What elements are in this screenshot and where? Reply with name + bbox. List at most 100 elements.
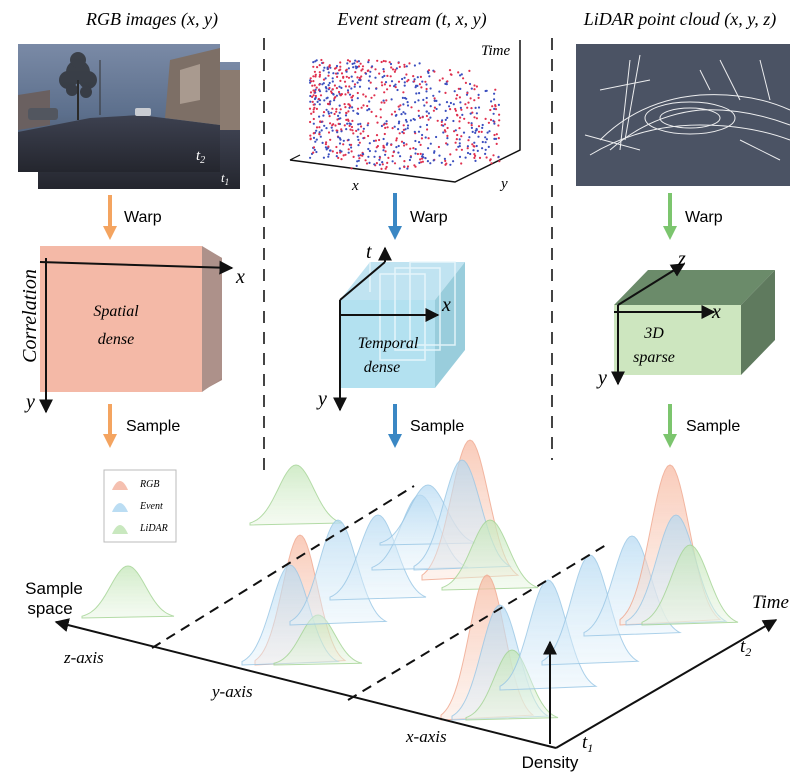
event-point — [446, 137, 449, 140]
event-point — [380, 124, 383, 128]
event-point — [367, 87, 371, 90]
event-point — [360, 106, 363, 109]
event-point — [333, 84, 336, 87]
event-point — [350, 143, 353, 146]
event-point — [407, 78, 410, 82]
event-point — [321, 83, 324, 86]
event-point — [353, 62, 356, 65]
event-point — [429, 87, 432, 90]
event-point — [458, 155, 462, 158]
event-point — [490, 100, 493, 103]
event-point — [351, 99, 354, 102]
lidar-title: LiDAR point cloud (x, y, z) — [583, 9, 776, 30]
event-point — [383, 132, 386, 136]
event-density-peak — [329, 514, 427, 601]
event-point — [477, 93, 480, 96]
event-point — [353, 85, 356, 88]
event-point — [416, 152, 419, 156]
event-point — [347, 148, 350, 151]
event-x-label: x — [351, 178, 359, 194]
event-point — [497, 103, 500, 106]
event-point — [315, 138, 318, 141]
event-point — [356, 76, 359, 79]
event-point — [489, 108, 492, 112]
event-point — [360, 125, 363, 128]
event-point — [425, 110, 428, 113]
event-point — [359, 62, 362, 65]
event-point — [339, 149, 342, 152]
event-point — [474, 129, 477, 132]
event-point — [345, 68, 348, 71]
event-point — [386, 126, 389, 129]
event-point — [356, 107, 360, 110]
event-point — [419, 158, 422, 161]
t2-label: t2 — [740, 636, 751, 659]
event-point — [354, 65, 357, 68]
event-point — [362, 93, 365, 96]
event-point — [408, 62, 411, 65]
event-point — [336, 118, 339, 121]
event-point — [356, 91, 359, 95]
event-point — [395, 137, 398, 140]
event-point — [420, 86, 423, 89]
event-point — [359, 132, 362, 135]
event-point — [403, 96, 407, 100]
event-point — [378, 72, 381, 75]
event-point — [455, 138, 458, 141]
event-box-line2: dense — [364, 359, 400, 376]
event-point — [402, 91, 405, 94]
event-point — [337, 114, 340, 117]
event-time-label: Time — [481, 43, 511, 59]
event-point — [481, 126, 484, 129]
event-point — [345, 70, 348, 73]
event-point — [322, 111, 326, 114]
event-point — [363, 136, 366, 139]
event-point — [386, 88, 389, 91]
event-point — [318, 64, 321, 67]
event-point — [312, 61, 315, 64]
event-point — [467, 139, 470, 142]
event-point — [390, 66, 393, 69]
event-point — [365, 162, 369, 165]
event-point — [466, 147, 469, 150]
event-point — [493, 137, 496, 140]
event-point — [455, 148, 458, 151]
event-point — [322, 114, 325, 117]
event-point — [408, 158, 411, 162]
lidar-density-peak — [81, 565, 175, 619]
event-point — [466, 91, 469, 95]
event-point — [470, 126, 473, 129]
event-point — [454, 129, 457, 132]
event-point — [330, 126, 333, 129]
event-point — [432, 109, 435, 112]
event-point — [456, 133, 459, 137]
event-point — [339, 108, 342, 111]
event-point — [350, 96, 354, 99]
event-point — [432, 159, 435, 162]
event-point — [313, 106, 316, 109]
event-point — [364, 159, 367, 162]
event-point — [459, 101, 462, 104]
event-point — [384, 81, 388, 84]
event-point — [322, 156, 325, 159]
event-point — [422, 156, 425, 159]
event-point — [378, 138, 381, 142]
event-point — [335, 94, 338, 97]
event-sample-arrow — [388, 404, 402, 448]
event-point — [397, 151, 400, 154]
event-point — [473, 99, 476, 102]
event-point — [381, 76, 384, 79]
event-point — [445, 142, 448, 145]
event-point — [435, 99, 438, 102]
event-point — [339, 65, 342, 68]
event-point — [415, 84, 418, 87]
event-sample-label: Sample — [410, 418, 464, 435]
event-point — [477, 96, 480, 99]
lidar-y-axis-label: y — [596, 367, 607, 389]
event-point — [317, 97, 320, 101]
event-point — [398, 120, 401, 123]
event-point — [324, 77, 327, 80]
event-point — [459, 106, 462, 109]
event-point — [347, 110, 350, 113]
event-point — [324, 86, 327, 89]
